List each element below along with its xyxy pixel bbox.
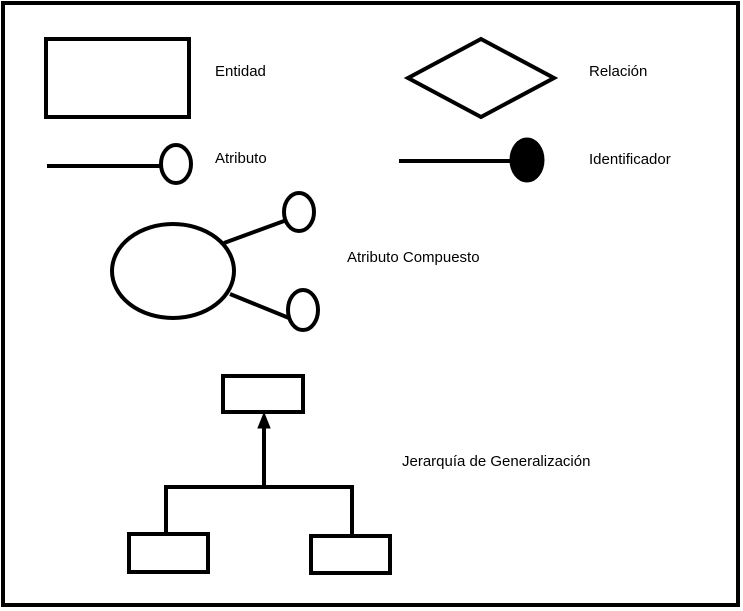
relacion-label: Relación: [589, 63, 648, 80]
attribute-lollipop-icon: [47, 143, 193, 185]
entity-rectangle-icon: [44, 37, 191, 119]
identifier-lollipop-icon: [399, 137, 545, 183]
relationship-diamond-icon: [403, 36, 559, 120]
generalization-hierarchy-icon: [127, 374, 392, 575]
composite-attribute-icon: [110, 191, 320, 332]
atributo-label: Atributo: [215, 150, 267, 167]
atributo-compuesto-label: Atributo Compuesto: [347, 249, 480, 266]
identificador-label: Identificador: [589, 151, 671, 168]
jerarquia-generalizacion-label: Jerarquía de Generalización: [402, 453, 591, 470]
entidad-label: Entidad: [215, 63, 266, 80]
